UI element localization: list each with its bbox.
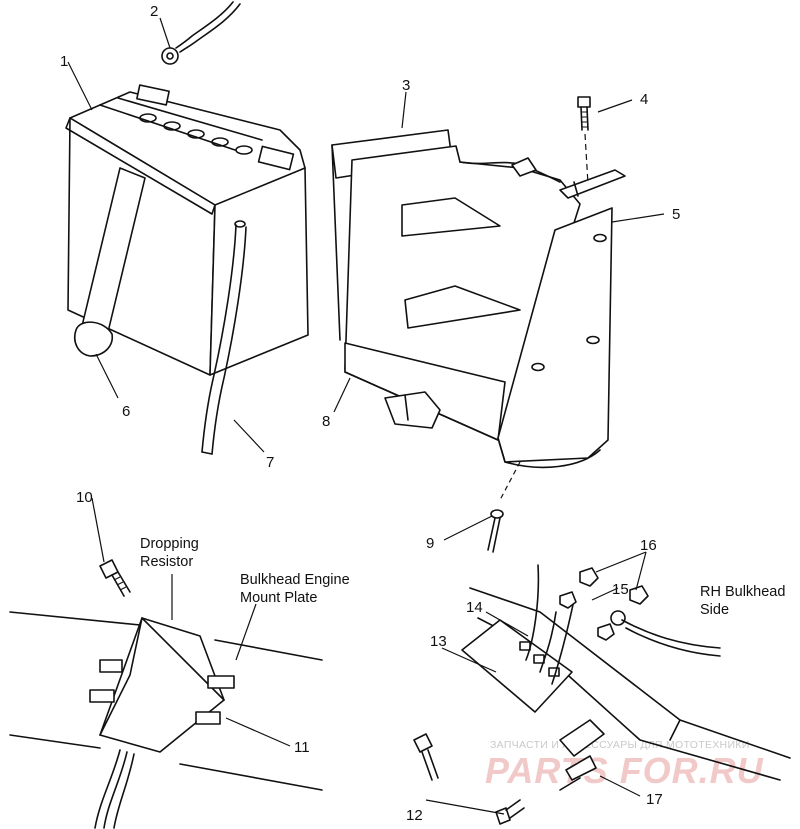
watermark-logo: PARTS FOR.RU	[485, 750, 764, 791]
callout-3: 3	[402, 77, 410, 94]
callout-10: 10	[76, 489, 93, 506]
callout-7: 7	[266, 454, 274, 471]
callout-13: 13	[430, 633, 447, 650]
screw-4	[577, 96, 591, 185]
callout-numbers: 1 2 3 4 5 6 7 8 9 10 11 12 13 14 15 16 1…	[60, 3, 680, 824]
watermark-tagline: ЗАПЧАСТИ И АКСЕССУАРЫ ДЛЯ МОТОТЕХНИКИ	[490, 739, 750, 751]
dropping-resistor	[89, 617, 235, 829]
battery-strap	[74, 167, 146, 357]
callout-1: 1	[60, 53, 68, 70]
rh-bulkhead-label-line1: RH Bulkhead	[700, 584, 785, 600]
dropping-resistor-label-line1: Dropping	[140, 536, 199, 552]
bulkhead-plate-left	[9, 611, 323, 791]
callout-12: 12	[406, 807, 423, 824]
dropping-resistor-label-line2: Resistor	[140, 554, 193, 570]
screw-12	[413, 733, 525, 825]
text-labels: Dropping Resistor Bulkhead Engine Mount …	[140, 536, 785, 618]
terminal-board	[461, 564, 649, 713]
vent-hose	[201, 224, 247, 455]
callout-6: 6	[122, 403, 130, 420]
bulkhead-plate-label-line1: Bulkhead Engine	[240, 572, 350, 588]
callout-17: 17	[646, 791, 663, 808]
callout-11: 11	[294, 739, 310, 756]
battery-box	[331, 129, 626, 469]
callout-9: 9	[426, 535, 434, 552]
callout-4: 4	[640, 91, 648, 108]
callout-16: 16	[640, 537, 657, 554]
bolt-9	[487, 461, 521, 553]
clip-17	[559, 719, 605, 791]
callout-15: 15	[612, 581, 629, 598]
leader-lines	[67, 17, 665, 815]
screw-10	[99, 559, 131, 597]
watermark: PARTS FOR.RU ЗАПЧАСТИ И АКСЕССУАРЫ ДЛЯ М…	[485, 739, 764, 791]
callout-5: 5	[672, 206, 680, 223]
bulkhead-plate-label-line2: Mount Plate	[240, 590, 317, 606]
callout-14: 14	[466, 599, 483, 616]
battery-cable	[161, 1, 241, 65]
rh-bulkhead-label-line2: Side	[700, 602, 729, 618]
callout-8: 8	[322, 413, 330, 430]
callout-2: 2	[150, 3, 158, 20]
